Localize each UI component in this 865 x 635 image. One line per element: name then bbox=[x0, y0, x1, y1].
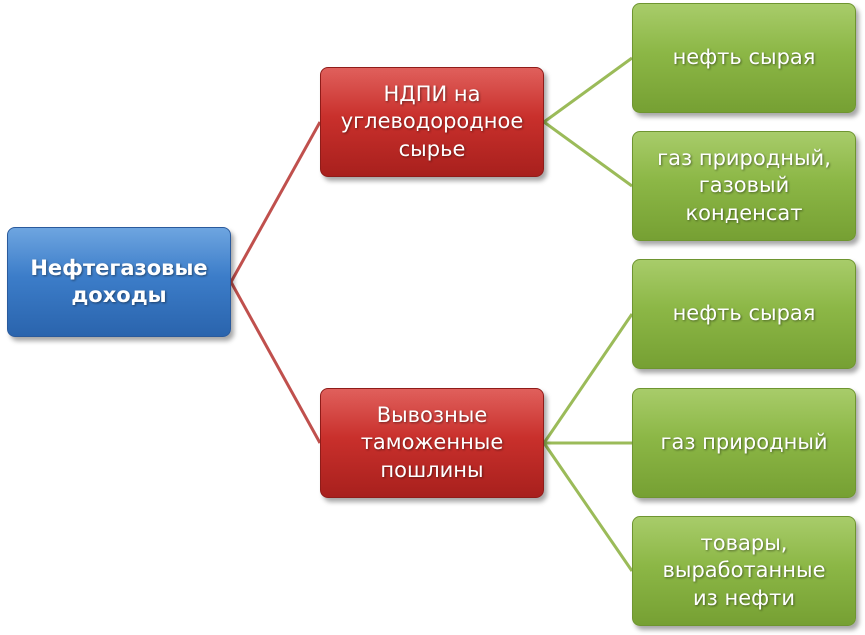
node-label: газ природный, газовый конденсат bbox=[657, 146, 831, 225]
node-duty-natural-gas: газ природный bbox=[632, 388, 856, 498]
connector-customs-to-oil bbox=[542, 313, 634, 444]
node-oil-gas-revenue: Нефтегазовые доходы bbox=[7, 227, 231, 337]
connector-root-to-customs bbox=[229, 281, 322, 444]
node-label: Вывозные таможенные пошлины bbox=[360, 403, 504, 482]
node-duty-oil-products: товары, выработанные из нефти bbox=[632, 516, 856, 626]
connector-root-to-ndpi bbox=[229, 121, 322, 283]
connector-ndpi-to-oil bbox=[543, 56, 633, 124]
connector-ndpi-to-gas bbox=[543, 120, 633, 188]
node-label: Нефтегазовые доходы bbox=[30, 255, 208, 307]
node-label: нефть сырая bbox=[672, 301, 816, 326]
node-ndpi: НДПИ на углеводородное сырье bbox=[320, 67, 544, 177]
node-ndpi-natural-gas: газ природный, газовый конденсат bbox=[632, 131, 856, 241]
connector-customs-to-products bbox=[542, 442, 634, 572]
node-export-duties: Вывозные таможенные пошлины bbox=[320, 388, 544, 498]
node-ndpi-crude-oil: нефть сырая bbox=[632, 3, 856, 113]
node-label: нефть сырая bbox=[672, 45, 816, 70]
node-label: товары, выработанные из нефти bbox=[662, 531, 826, 610]
node-label: НДПИ на углеводородное сырье bbox=[340, 82, 524, 161]
node-label: газ природный bbox=[660, 430, 828, 455]
node-duty-crude-oil: нефть сырая bbox=[632, 259, 856, 369]
